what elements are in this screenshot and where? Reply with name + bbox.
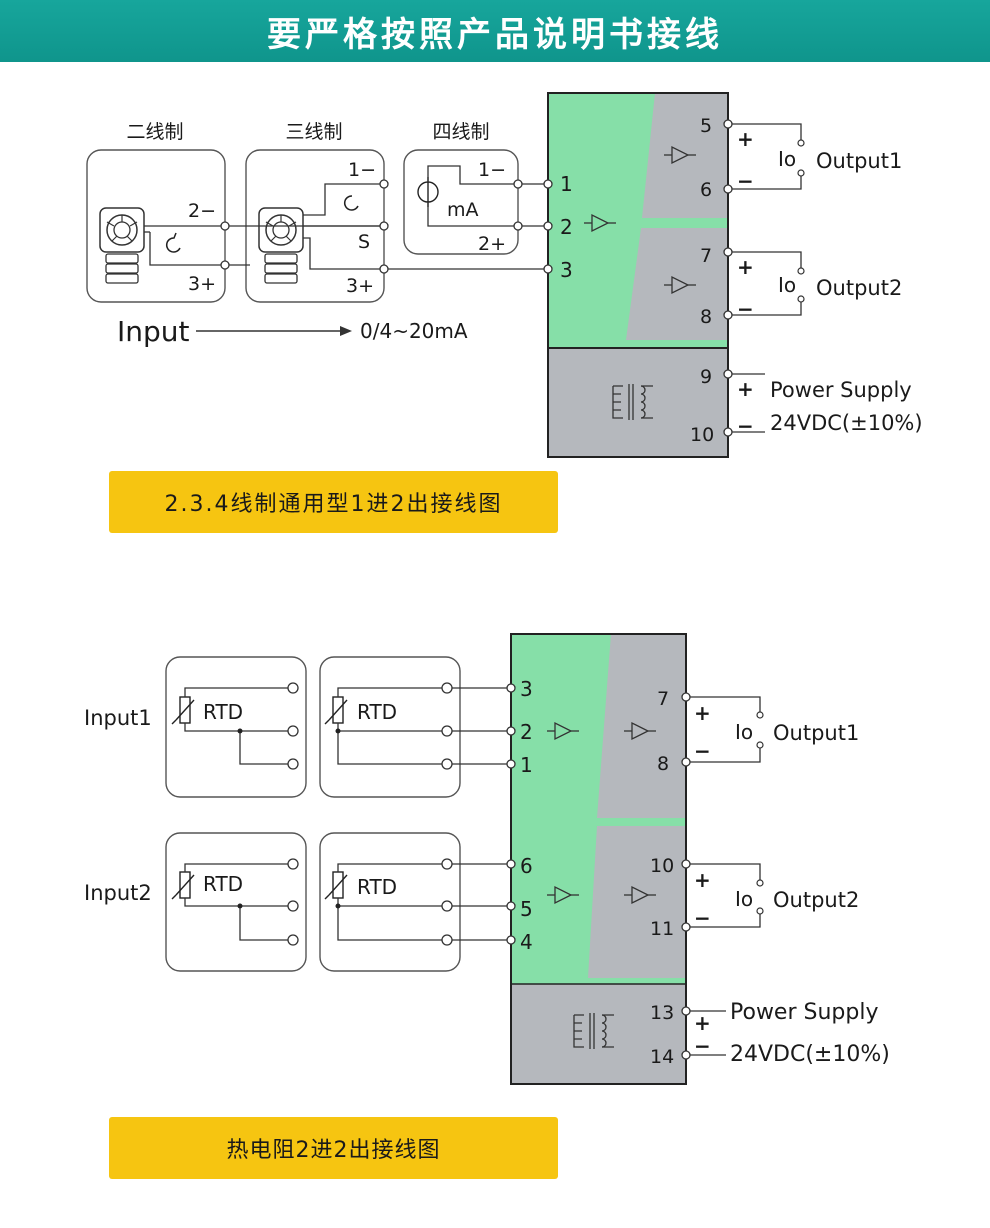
module2 bbox=[510, 633, 687, 1085]
svg-text:Io: Io bbox=[778, 147, 796, 171]
svg-text:1: 1 bbox=[520, 753, 533, 777]
input-terminal-1: 1 bbox=[560, 172, 573, 196]
output2: 7 8 + − Io Output2 bbox=[700, 245, 902, 328]
svg-text:−: − bbox=[737, 414, 754, 438]
svg-text:2: 2 bbox=[520, 720, 533, 744]
power-voltage-d2: 24VDC(±10%) bbox=[730, 1042, 890, 1067]
svg-text:10: 10 bbox=[690, 424, 714, 446]
svg-text:+: + bbox=[737, 255, 754, 279]
input-terminal-2: 2 bbox=[560, 215, 573, 239]
output2-label-d2: Output2 bbox=[773, 888, 859, 912]
terminal-4w-neg: 1− bbox=[478, 159, 506, 181]
four-wire-transmitter: 1− mA 2+ bbox=[403, 149, 523, 255]
svg-text:RTD: RTD bbox=[357, 700, 397, 724]
svg-text:3: 3 bbox=[520, 677, 533, 701]
power-voltage: 24VDC(±10%) bbox=[770, 411, 923, 435]
svg-text:+: + bbox=[737, 377, 754, 401]
rtd-box-input2-2wire: RTD bbox=[165, 832, 307, 972]
output1-label-d2: Output1 bbox=[773, 721, 859, 745]
power-label-d2: Power Supply bbox=[730, 1000, 878, 1025]
svg-text:RTD: RTD bbox=[203, 700, 243, 724]
svg-text:Io: Io bbox=[735, 720, 753, 744]
rtd-box-input2-3wire: RTD bbox=[319, 832, 461, 972]
svg-text:9: 9 bbox=[700, 366, 712, 388]
caption-diagram1: 2.3.4线制通用型1进2出接线图 bbox=[109, 471, 558, 533]
svg-text:Io: Io bbox=[778, 273, 796, 297]
label-three-wire: 三线制 bbox=[285, 121, 342, 143]
terminal-3w-pos: 3+ bbox=[346, 275, 374, 297]
input2-label: Input2 bbox=[84, 881, 152, 905]
input1-label: Input1 bbox=[84, 706, 152, 730]
svg-text:13: 13 bbox=[650, 1002, 674, 1024]
svg-text:−: − bbox=[694, 1034, 711, 1058]
svg-text:−: − bbox=[737, 169, 754, 193]
svg-text:+: + bbox=[694, 701, 711, 725]
input-terminal-3: 3 bbox=[560, 258, 573, 282]
terminal-2w-pos: 3+ bbox=[188, 273, 216, 295]
output2-d2: 10 11 + − Io Output2 bbox=[650, 855, 859, 940]
svg-text:+: + bbox=[737, 127, 754, 151]
power-supply1: 9 10 + − Power Supply 24VDC(±10%) bbox=[690, 366, 923, 446]
four-wire-unit: mA bbox=[447, 199, 479, 221]
two-wire-transmitter: 2− 3+ bbox=[86, 149, 230, 303]
svg-text:4: 4 bbox=[520, 930, 533, 954]
terminal-3w-s: S bbox=[358, 231, 370, 253]
svg-text:−: − bbox=[694, 739, 711, 763]
output1-d2: 7 8 + − Io Output1 bbox=[657, 688, 859, 775]
svg-text:14: 14 bbox=[650, 1046, 674, 1068]
terminal-3w-neg: 1− bbox=[348, 159, 376, 181]
rtd-box-input1-2wire: RTD bbox=[165, 656, 307, 798]
caption-diagram2: 热电阻2进2出接线图 bbox=[109, 1117, 558, 1179]
terminal-2w-neg: 2− bbox=[188, 200, 216, 222]
svg-text:7: 7 bbox=[657, 688, 669, 710]
input-label: Input bbox=[117, 315, 190, 348]
output1: 5 6 + − Io Output1 bbox=[700, 115, 902, 201]
svg-text:−: − bbox=[694, 906, 711, 930]
header-title: 要严格按照产品说明书接线 bbox=[267, 14, 723, 55]
label-four-wire: 四线制 bbox=[432, 121, 489, 143]
input-range: 0/4~20mA bbox=[360, 319, 468, 343]
output2-label: Output2 bbox=[816, 276, 902, 300]
svg-text:8: 8 bbox=[700, 306, 712, 328]
svg-text:+: + bbox=[694, 868, 711, 892]
diagram1: 二线制 三线制 四线制 2− 3+ 1− S bbox=[86, 92, 923, 458]
svg-text:Io: Io bbox=[735, 887, 753, 911]
svg-text:5: 5 bbox=[700, 115, 712, 137]
module1 bbox=[547, 92, 729, 458]
svg-text:6: 6 bbox=[700, 179, 712, 201]
svg-text:−: − bbox=[737, 297, 754, 321]
svg-text:7: 7 bbox=[700, 245, 712, 267]
power-supply2: 13 14 + − Power Supply 24VDC(±10%) bbox=[650, 1000, 890, 1068]
rtd-box-input1-3wire: RTD bbox=[319, 656, 461, 798]
diagram2: Input1 RTD RTD bbox=[84, 633, 890, 1085]
svg-text:RTD: RTD bbox=[203, 872, 243, 896]
svg-text:+: + bbox=[694, 1011, 711, 1035]
label-two-wire: 二线制 bbox=[126, 121, 183, 143]
power-label: Power Supply bbox=[770, 378, 912, 402]
terminal-4w-pos: 2+ bbox=[478, 233, 506, 255]
svg-text:8: 8 bbox=[657, 753, 669, 775]
output1-label: Output1 bbox=[816, 149, 902, 173]
svg-text:11: 11 bbox=[650, 918, 674, 940]
svg-text:5: 5 bbox=[520, 897, 533, 921]
svg-text:10: 10 bbox=[650, 855, 674, 877]
svg-text:RTD: RTD bbox=[357, 875, 397, 899]
svg-text:6: 6 bbox=[520, 854, 533, 878]
page-header: 要严格按照产品说明书接线 bbox=[0, 0, 990, 62]
